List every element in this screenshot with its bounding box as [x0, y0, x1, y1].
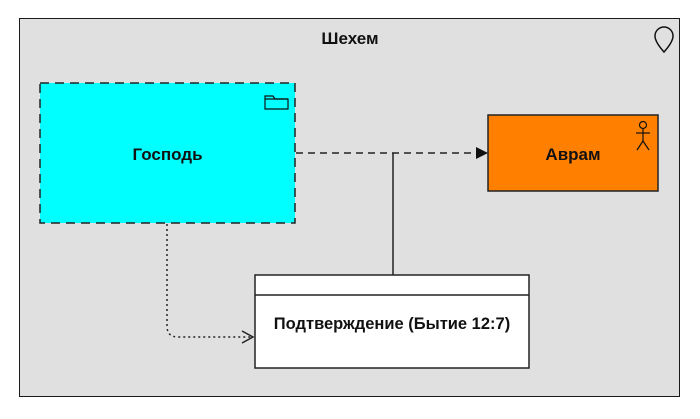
edge-gospod-event [166, 224, 252, 338]
node-event-label: Подтверждение (Бытие 12:7) [273, 315, 511, 333]
node-avram-label: Аврам [545, 145, 601, 164]
folder-icon [264, 95, 289, 110]
node-event-box[interactable] [254, 274, 530, 369]
node-avram-box[interactable] [487, 114, 659, 192]
frame-title: Шехем [321, 29, 379, 48]
edge-gospod-avram-arrowhead [476, 147, 488, 159]
node-gospod-label: Господь [132, 145, 203, 164]
node-gospod-box[interactable] [39, 82, 296, 224]
stick-figure-icon [636, 120, 650, 151]
edge-gospod-event-arrowhead [241, 330, 255, 344]
location-pin-icon [654, 26, 674, 54]
